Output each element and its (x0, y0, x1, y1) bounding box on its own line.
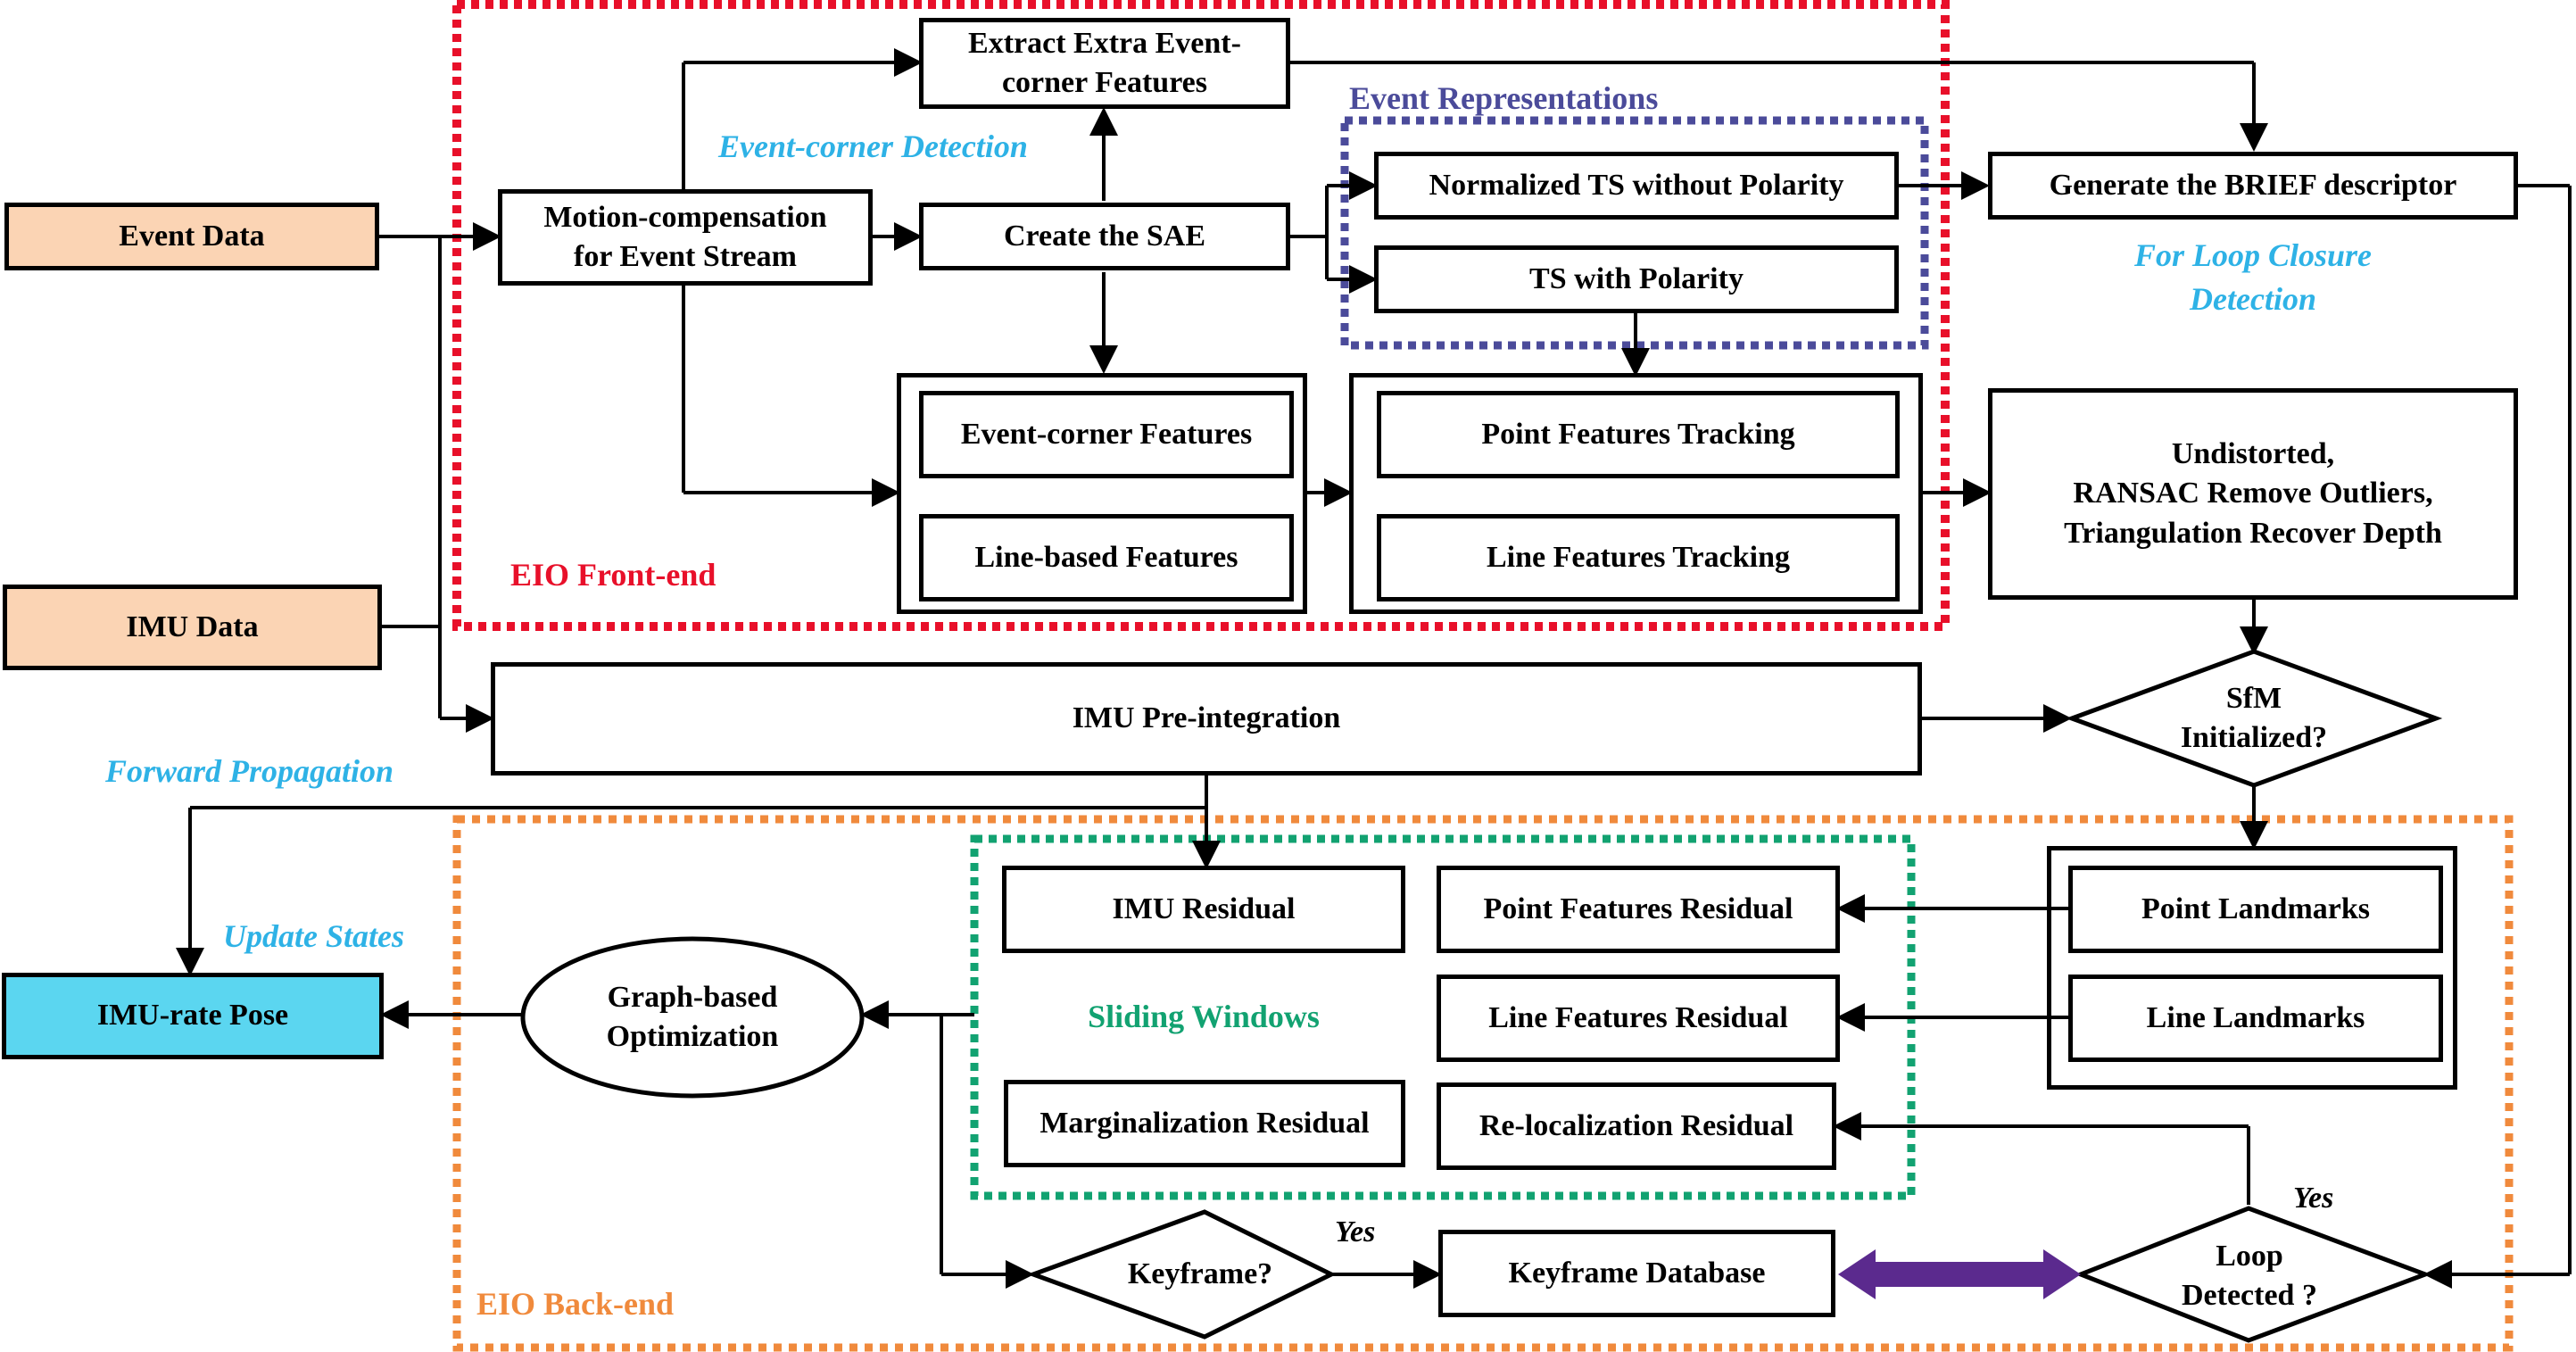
feature-tracking-group (1349, 373, 1923, 614)
graph-optimization-shape (520, 936, 865, 1099)
backend-label: EIO Back-end (476, 1286, 675, 1322)
yes-loop-label: Yes (2293, 1182, 2334, 1215)
keyframe-decision-shape (1026, 1209, 1337, 1340)
graph-optimization-label: Graph-based Optimization (606, 980, 779, 1053)
line-based-features-box: Line-based Features (919, 514, 1294, 601)
point-features-residual-box: Point Features Residual (1437, 866, 1840, 953)
event-data-box: Event Data (4, 203, 379, 270)
imu-data-box: IMU Data (3, 585, 382, 670)
sliding-windows-label: Sliding Windows (1088, 999, 1320, 1034)
keyframe-decision-label: Keyframe? (1127, 1257, 1273, 1290)
brief-descriptor-box: Generate the BRIEF descriptor (1988, 152, 2518, 220)
line-features-residual-box: Line Features Residual (1437, 975, 1840, 1062)
imu-residual-box: IMU Residual (1002, 866, 1405, 953)
yes-keyframe-label: Yes (1335, 1215, 1376, 1248)
landmarks-group (2047, 846, 2457, 1090)
create-sae-box: Create the SAE (919, 203, 1290, 270)
bidirectional-arrow (1838, 1249, 2081, 1299)
line-landmarks-box: Line Landmarks (2068, 975, 2443, 1062)
frontend-label: EIO Front-end (510, 557, 716, 593)
loop-detected-label: Loop Detected ? (2182, 1239, 2317, 1312)
sfm-decision-label: SfM Initialized? (2180, 681, 2328, 754)
loop-closure-label: For Loop Closure Detection (2133, 237, 2373, 317)
update-states-label: Update States (223, 918, 404, 954)
normalized-ts-box: Normalized TS without Polarity (1374, 152, 1899, 220)
feature-extraction-group (897, 373, 1307, 614)
event-corner-features-box: Event-corner Features (919, 391, 1294, 478)
frontend-region (452, 0, 1950, 631)
undistorted-box: Undistorted, RANSAC Remove Outliers, Tri… (1988, 388, 2518, 600)
sfm-decision-shape (2065, 649, 2443, 788)
marginalization-residual-box: Marginalization Residual (1004, 1080, 1405, 1167)
point-features-tracking-box: Point Features Tracking (1377, 391, 1900, 478)
ts-with-polarity-box: TS with Polarity (1374, 245, 1899, 313)
point-landmarks-box: Point Landmarks (2068, 866, 2443, 953)
event-corner-detection-label: Event-corner Detection (718, 129, 1028, 164)
forward-propagation-label: Forward Propagation (105, 753, 394, 789)
relocalization-residual-box: Re-localization Residual (1437, 1082, 1836, 1170)
event-representations-region (1340, 116, 1929, 350)
keyframe-database-box: Keyframe Database (1438, 1230, 1835, 1317)
imu-rate-pose-box: IMU-rate Pose (2, 973, 384, 1059)
loop-decision-shape (2075, 1206, 2432, 1343)
event-representations-label: Event Representations (1349, 80, 1659, 116)
extract-extra-features-box: Extract Extra Event- corner Features (919, 18, 1290, 109)
imu-preintegration-box: IMU Pre-integration (491, 662, 1922, 776)
motion-compensation-box: Motion-compensation for Event Stream (498, 189, 873, 286)
line-features-tracking-box: Line Features Tracking (1377, 514, 1900, 601)
